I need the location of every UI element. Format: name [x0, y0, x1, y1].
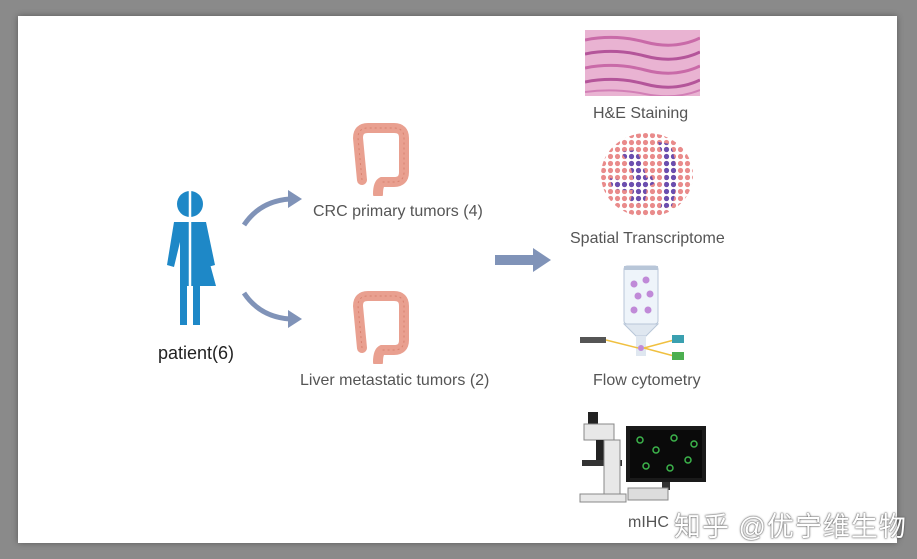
- colon-icon-liver: [352, 291, 409, 364]
- spatial-transcriptome-label: Spatial Transcriptome: [570, 230, 725, 247]
- colon-icon-primary: [352, 123, 409, 196]
- patient-icon: [167, 190, 216, 330]
- figure-canvas: [18, 16, 897, 543]
- he-staining-icon: [585, 30, 700, 96]
- he-staining-label: H&E Staining: [593, 105, 689, 122]
- arrow-to-primary: [241, 190, 302, 227]
- microscope-icon: [579, 412, 706, 503]
- patient-label: patient(6): [158, 343, 235, 363]
- arrow-to-methods: [495, 248, 551, 272]
- liver-tumor-label: Liver metastatic tumors (2): [300, 372, 490, 389]
- flow-cytometry-icon: [580, 265, 684, 360]
- spatial-transcriptome-icon: [601, 133, 693, 217]
- mihc-label: mIHC: [628, 514, 669, 531]
- arrow-to-liver: [241, 291, 302, 328]
- flow-cytometry-label: Flow cytometry: [593, 372, 701, 389]
- watermark: 知乎 @优宁维生物: [674, 512, 907, 542]
- primary-tumor-label: CRC primary tumors (4): [313, 203, 483, 220]
